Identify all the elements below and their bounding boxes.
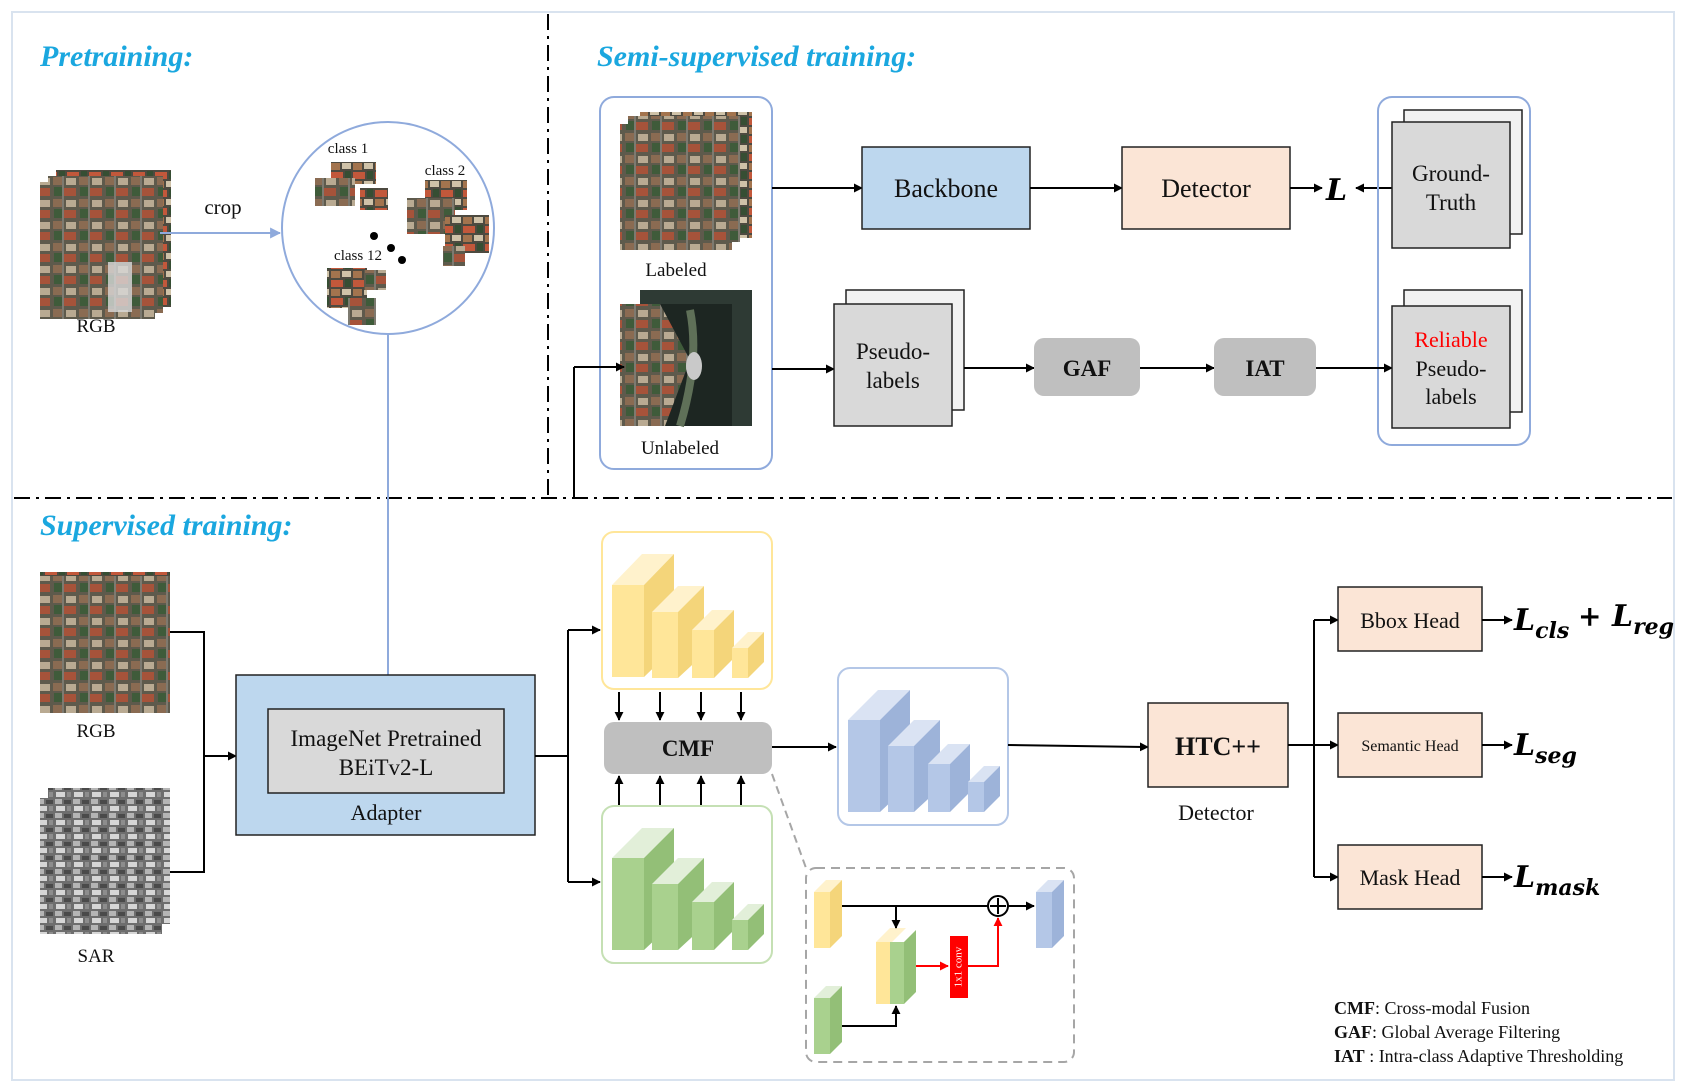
loss-seg: Lseg xyxy=(1513,728,1577,769)
sar-feature-pyramid xyxy=(612,828,764,950)
supervised-rgb-image-stack xyxy=(40,572,170,713)
ground-truth-label-line2: Truth xyxy=(1426,190,1477,215)
cmf-detail-blue-block xyxy=(1036,880,1064,948)
supervised-detector-label: Detector xyxy=(1178,800,1254,825)
sar-label: SAR xyxy=(78,946,115,967)
mask-head-box xyxy=(1337,844,1483,910)
reliable-label: Reliable xyxy=(1414,327,1487,352)
sar-to-cmf-arrows xyxy=(614,775,746,806)
adapter-label: Adapter xyxy=(351,800,423,825)
legend-cmf: CMF: Cross-modal Fusion xyxy=(1334,998,1530,1018)
semantic-head-label: Semantic Head xyxy=(1361,738,1458,755)
semi-backbone-box xyxy=(861,146,1031,230)
class-1-label: class 1 xyxy=(328,141,368,157)
pretrained-line2: BEiTv2-L xyxy=(339,755,434,780)
section-title-supervised: Supervised training: xyxy=(40,509,293,542)
loss-cls: Lcls xyxy=(1513,603,1569,644)
pseudo-labels-line1: Pseudo- xyxy=(856,339,930,364)
htc-label: HTC++ xyxy=(1175,732,1261,761)
htc-box xyxy=(1147,702,1289,788)
cmf-detail-green-block xyxy=(814,986,842,1054)
crop-label: crop xyxy=(204,195,241,219)
legend-gaf: GAF: Global Average Filtering xyxy=(1334,1022,1560,1042)
ground-truth-stack xyxy=(1391,109,1523,249)
pretrained-line1: ImageNet Pretrained xyxy=(291,726,482,751)
fused-feature-pyramid xyxy=(848,690,1000,812)
bbox-loss: Lcls + Lreg xyxy=(1513,599,1674,644)
cmf-detail-up-arrow xyxy=(842,1005,901,1027)
semi-backbone-label: Backbone xyxy=(894,174,998,203)
cmf-detail-frame xyxy=(805,867,1075,1063)
rgb-to-cmf-arrows xyxy=(614,692,746,721)
class-2-crops xyxy=(407,180,489,266)
cmf-box xyxy=(604,722,772,774)
ellipsis-dot xyxy=(387,244,395,252)
semi-detector-label: Detector xyxy=(1161,174,1251,203)
legend: CMF: Cross-modal Fusion GAF: Global Aver… xyxy=(1334,998,1623,1066)
legend-iat: IAT : Intra-class Adaptive Thresholding xyxy=(1334,1046,1623,1066)
loss-plus: + xyxy=(1578,600,1601,633)
unlabeled-label: Unlabeled xyxy=(641,438,720,459)
cmf-detail-yellow-block xyxy=(814,880,842,948)
cmf-zoom-connector xyxy=(771,773,807,869)
class-2-label: class 2 xyxy=(425,163,465,179)
targets-frame xyxy=(1377,96,1531,446)
ellipsis-dot xyxy=(398,256,406,264)
pretrain-rgb-label: RGB xyxy=(76,316,115,337)
outer-frame xyxy=(11,11,1675,1081)
gaf-label: GAF xyxy=(1063,356,1112,381)
reliable-pseudo-line2: labels xyxy=(1425,384,1476,409)
ellipsis-dot xyxy=(370,232,378,240)
pseudo-labels-line2: labels xyxy=(866,368,920,393)
sar-image-stack xyxy=(40,788,170,934)
semi-detector-box xyxy=(1121,146,1291,230)
class-12-label: class 12 xyxy=(334,248,382,264)
unlabeled-image-stack xyxy=(620,290,752,428)
iat-box xyxy=(1214,338,1316,396)
section-title-semi-supervised: Semi-supervised training: xyxy=(597,40,916,73)
loss-reg: Lreg xyxy=(1611,599,1674,640)
reliable-pseudo-labels-stack xyxy=(1391,289,1523,429)
sar-feature-frame xyxy=(601,805,773,964)
supervised-rgb-label: RGB xyxy=(76,721,115,742)
pseudo-labels-stack xyxy=(833,289,965,427)
pretrain-rgb-image-stack xyxy=(40,170,171,319)
labeled-image-stack xyxy=(620,112,752,250)
conv-label: 1x1 conv xyxy=(953,946,965,987)
bbox-head-label: Bbox Head xyxy=(1360,608,1460,633)
input-merge-bracket xyxy=(170,631,205,873)
cmf-detail-fused-block xyxy=(876,928,916,1004)
conv-to-add-arrow xyxy=(968,917,1003,967)
rgb-feature-frame xyxy=(601,531,773,690)
cmf-label: CMF xyxy=(662,736,714,761)
ground-truth-label-line1: Ground- xyxy=(1412,161,1490,186)
iat-label: IAT xyxy=(1245,356,1284,381)
class-1-crops xyxy=(315,162,388,210)
input-images-frame xyxy=(599,96,773,470)
section-title-pretraining: Pretraining: xyxy=(39,40,193,73)
reliable-pseudo-line1: Pseudo- xyxy=(1416,356,1487,381)
semi-loss-symbol: L xyxy=(1325,173,1347,208)
bbox-head-box xyxy=(1337,586,1483,652)
class-12-crops xyxy=(327,268,386,325)
fused-feature-frame xyxy=(837,667,1009,826)
mask-head-label: Mask Head xyxy=(1360,865,1461,890)
gaf-box xyxy=(1034,338,1140,396)
loss-mask: Lmask xyxy=(1513,860,1600,901)
fused-to-htc-arrow xyxy=(1007,742,1149,752)
pretrained-backbone-box xyxy=(267,708,505,794)
conv-box xyxy=(950,936,968,998)
rgb-feature-pyramid xyxy=(612,554,764,678)
semantic-head-box xyxy=(1337,712,1483,778)
labeled-label: Labeled xyxy=(645,260,707,281)
